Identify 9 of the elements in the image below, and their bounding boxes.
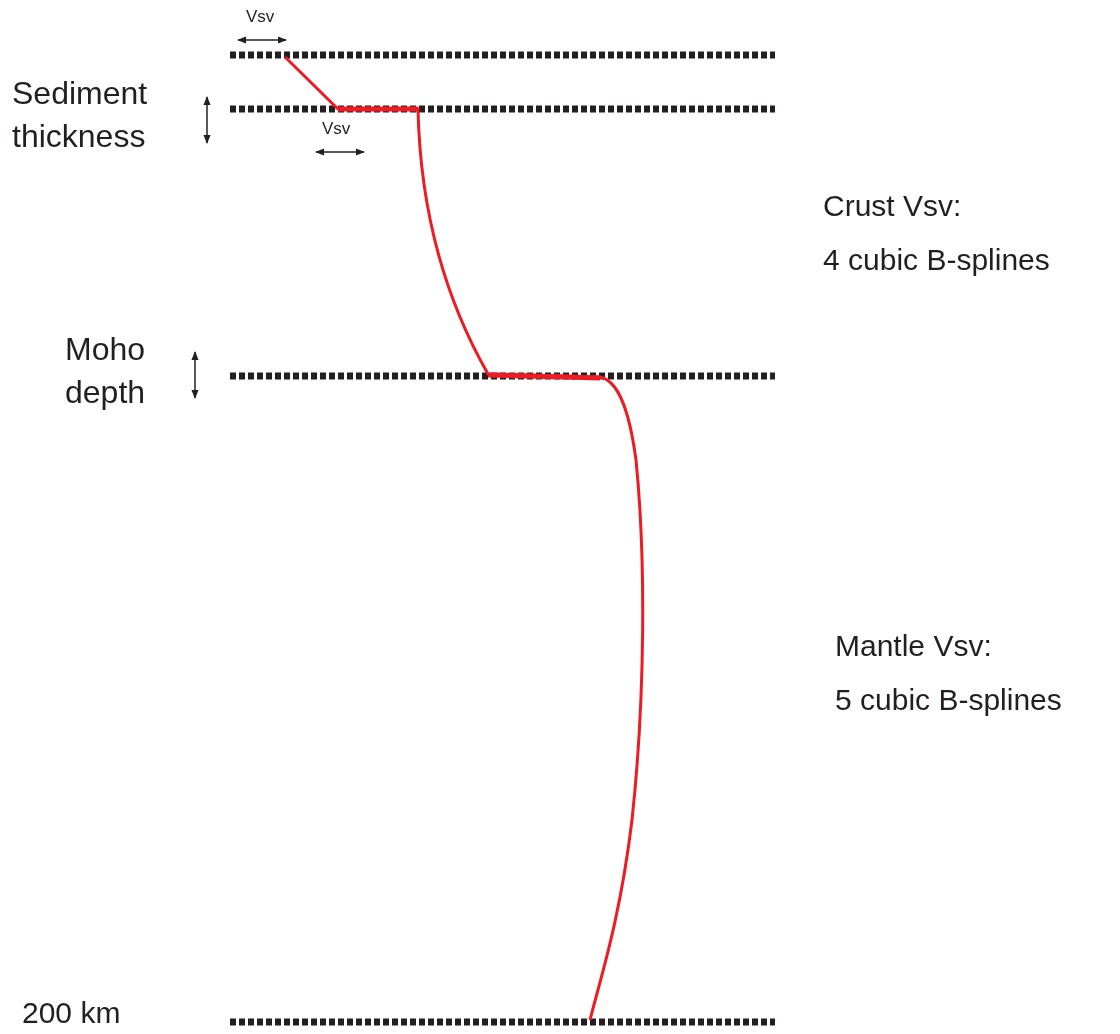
layer-label: Crust Vsv: [823,188,963,224]
parameter-label: Vsv [322,118,352,140]
spline-count-label: 4 cubic B-splines [823,242,1051,278]
spline-count-label: 5 cubic B-splines [835,682,1063,718]
layer-label: Mantle Vsv: [835,628,993,664]
parameter-label: Vsv [246,6,276,28]
depth-label: 200 km [22,995,122,1031]
parameter-label: Moho depth [65,330,147,413]
parameter-label: Sediment thickness [12,74,149,157]
